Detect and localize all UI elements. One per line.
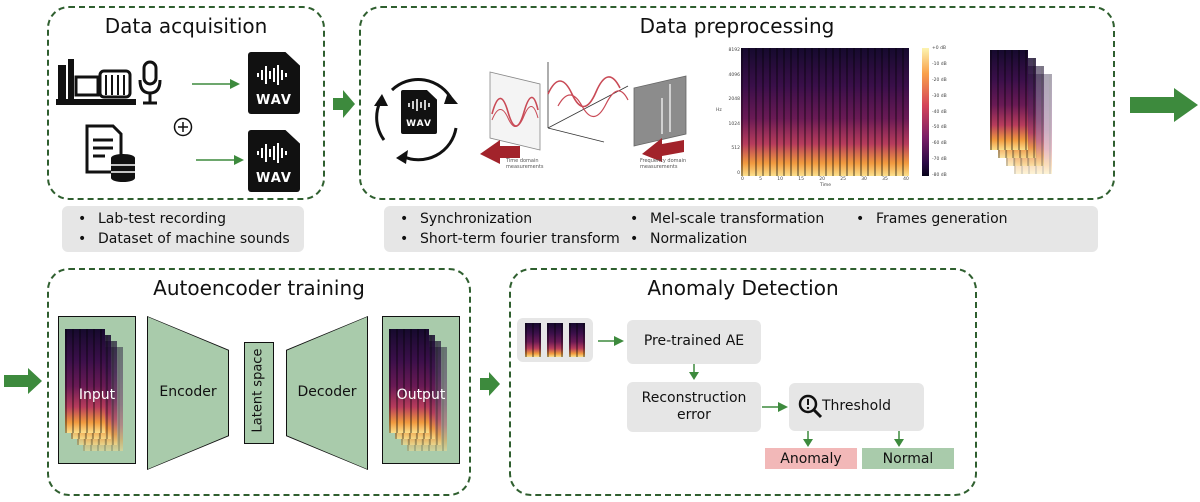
colorbar-tick: -80 dB xyxy=(932,173,947,178)
time-domain-caption: Time domain measurements xyxy=(506,158,544,170)
x-tick: 10 xyxy=(777,177,783,182)
bullet-item: Lab-test recording xyxy=(78,211,226,227)
wav-file-icon: WAV xyxy=(248,52,300,114)
x-tick: 40 xyxy=(903,177,909,182)
wav-label: WAV xyxy=(256,171,292,186)
flow-arrow-icon xyxy=(4,368,42,394)
magnifier-alert-icon xyxy=(798,394,823,419)
colorbar-tick: -30 dB xyxy=(932,93,947,99)
reconstruction-error-node: Reconstruction error xyxy=(627,382,761,432)
x-tick: 30 xyxy=(861,177,867,182)
spectrogram-frames-stack xyxy=(990,50,1060,180)
arrow-icon xyxy=(192,79,240,89)
colorbar-tick: +0 dB xyxy=(932,46,947,51)
input-block: Input xyxy=(58,316,136,464)
colorbar-tick: -40 dB xyxy=(932,109,947,115)
bullet-item: Short-term fourier transform xyxy=(400,231,620,247)
flow-arrow-icon xyxy=(480,372,500,396)
colorbar-tick: -60 dB xyxy=(932,141,947,147)
autoencoder-training-title: Autoencoder training xyxy=(153,276,365,300)
wav-label: WAV xyxy=(406,119,432,129)
preprocessing-bullets: Synchronization Short-term fourier trans… xyxy=(384,206,1098,252)
input-label: Input xyxy=(78,387,116,403)
colorbar-ticks: +0 dB -10 dB -20 dB -30 dB -40 dB -50 dB… xyxy=(932,46,947,178)
frequency-domain-caption: Frequency domain measurements xyxy=(640,158,687,170)
spectrogram-y-ticks: 8192 4096 2048 1024 512 0 xyxy=(722,48,740,176)
threshold-label: Threshold xyxy=(822,398,891,414)
latent-space-block xyxy=(244,342,274,444)
arrow-icon xyxy=(762,402,788,412)
plus-icon xyxy=(173,117,193,137)
arrow-icon xyxy=(196,155,244,165)
x-tick: 35 xyxy=(882,177,888,182)
machine-icon xyxy=(56,59,136,105)
document-database-icon xyxy=(85,124,135,182)
y-tick: 8192 xyxy=(728,48,740,53)
colorbar-tick: -70 dB xyxy=(932,157,947,163)
arrow-icon xyxy=(803,431,813,447)
arrow-icon xyxy=(598,336,624,346)
bullet-item: Frames generation xyxy=(856,211,1007,227)
arrow-icon xyxy=(689,364,699,380)
output-block: Output xyxy=(382,316,460,464)
data-acquisition-title: Data acquisition xyxy=(104,14,268,38)
spectrogram-colorbar xyxy=(922,48,929,176)
x-tick: 25 xyxy=(840,177,846,182)
output-label: Output xyxy=(396,387,446,403)
encoder-label: Encoder xyxy=(159,384,217,400)
anomaly-detection-title: Anomaly Detection xyxy=(647,276,839,300)
x-tick: 5 xyxy=(759,177,762,182)
decoder-label: Decoder xyxy=(297,384,357,400)
flow-arrow-icon xyxy=(1130,88,1198,122)
wav-label: WAV xyxy=(256,93,292,108)
bullet-item: Normalization xyxy=(630,231,747,247)
spectrogram-x-ticks: 0 5 10 15 20 25 30 35 40 xyxy=(741,177,909,182)
spectrogram-y-label: Hz xyxy=(716,108,722,113)
y-tick: 2048 xyxy=(728,97,740,103)
x-tick: 0 xyxy=(741,177,744,182)
threshold-node xyxy=(789,383,924,431)
fourier-transform-illustration xyxy=(480,62,687,164)
microphone-icon xyxy=(138,60,162,105)
bullet-item: Synchronization xyxy=(400,211,532,227)
wav-file-icon: WAV xyxy=(248,130,300,192)
bullet-item: Dataset of machine sounds xyxy=(78,231,290,247)
y-tick: 0 xyxy=(737,170,740,176)
x-tick: 20 xyxy=(819,177,825,182)
data-preprocessing-panel: Data preprocessing xyxy=(359,6,1115,200)
data-preprocessing-title: Data preprocessing xyxy=(639,14,835,38)
pretrained-ae-node: Pre-trained AE xyxy=(627,320,761,364)
x-tick: 15 xyxy=(798,177,804,182)
y-tick: 512 xyxy=(731,146,740,152)
cycle-arrows-icon xyxy=(374,77,458,164)
frames-thumbnail xyxy=(517,318,593,362)
flow-arrow-icon xyxy=(333,90,355,118)
spectrogram-x-label: Time xyxy=(820,183,832,188)
bullet-item: Mel-scale transformation xyxy=(630,211,824,227)
colorbar-tick: -50 dB xyxy=(932,125,947,131)
y-tick: 4096 xyxy=(728,72,740,78)
anomaly-result: Anomaly xyxy=(765,448,857,469)
normal-result: Normal xyxy=(862,448,954,469)
spectrogram-plot xyxy=(741,48,909,176)
arrow-icon xyxy=(894,431,904,447)
colorbar-tick: -20 dB xyxy=(932,77,947,83)
latent-space-label: Latent space xyxy=(250,348,266,433)
acquisition-bullets: Lab-test recording Dataset of machine so… xyxy=(62,206,304,252)
colorbar-tick: -10 dB xyxy=(932,61,947,67)
y-tick: 1024 xyxy=(728,121,740,127)
wav-file-icon: WAV xyxy=(401,90,437,134)
